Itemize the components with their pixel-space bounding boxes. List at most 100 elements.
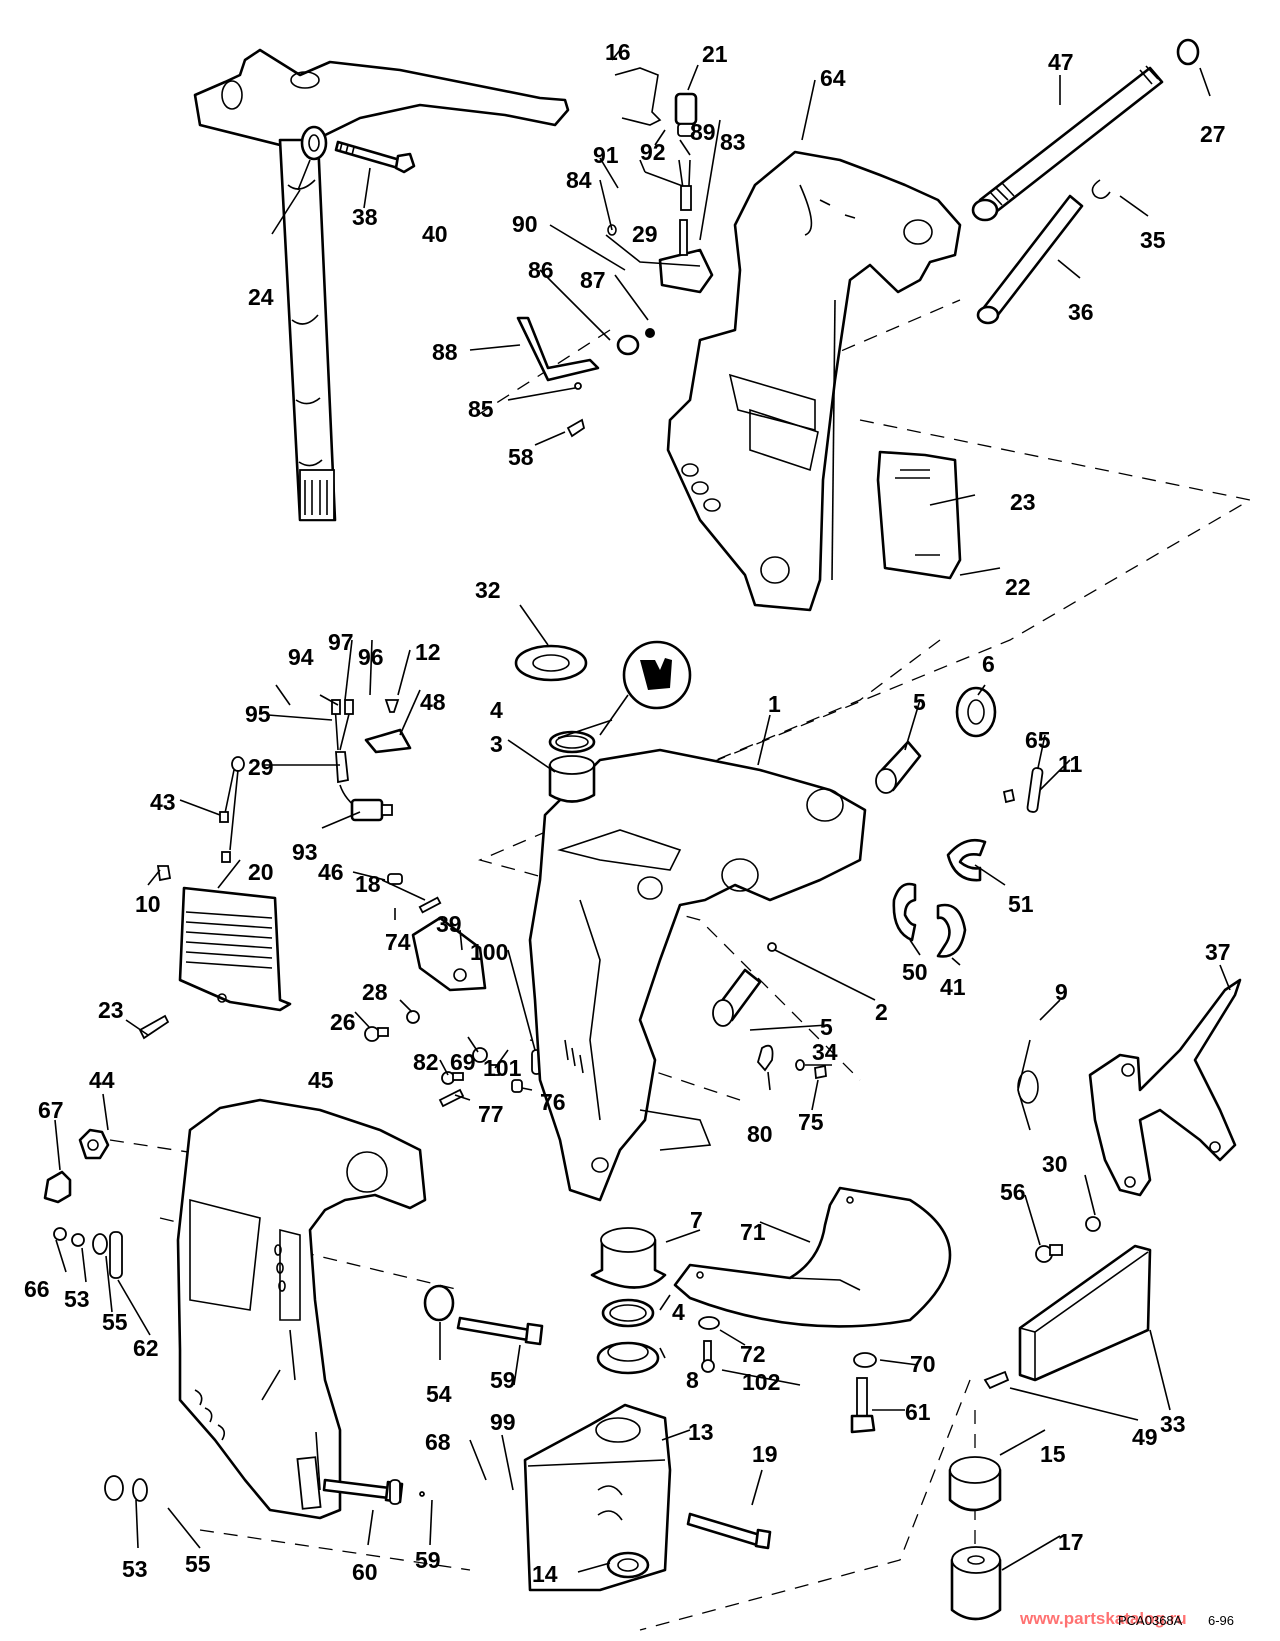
part-44-nut[interactable] [78, 1128, 110, 1160]
part-16-clip[interactable] [614, 67, 662, 126]
part-76-pin[interactable] [511, 1079, 523, 1093]
part-59-bolt-upper[interactable] [456, 1316, 544, 1346]
callout-59-upper: 59 [490, 1367, 516, 1393]
part-17-sleeve[interactable] [950, 1546, 1002, 1621]
part-85-pin[interactable] [574, 382, 582, 390]
part-34-washer[interactable] [795, 1059, 805, 1071]
part-11-screw[interactable] [1002, 788, 1016, 804]
part-10-screw[interactable] [156, 865, 172, 882]
part-18-pin[interactable] [418, 896, 442, 914]
leader-lines [54, 49, 1231, 1573]
part-47-tilt-tube[interactable] [971, 65, 1164, 222]
part-37-tilt-lever[interactable] [1088, 978, 1242, 1197]
part-43-ground-wire[interactable] [219, 756, 245, 863]
part-13-lower-housing[interactable] [523, 1403, 672, 1592]
part-19-bolt[interactable] [686, 1512, 772, 1550]
part-67-cap[interactable] [43, 1170, 72, 1204]
part-62-plate[interactable] [109, 1231, 123, 1279]
part-28-nut[interactable] [406, 1010, 420, 1024]
part-55-washer-upper[interactable] [92, 1233, 108, 1255]
callout-83: 83 [720, 129, 746, 155]
part-53-nut-upper[interactable] [71, 1233, 85, 1247]
part-72-washer[interactable] [698, 1316, 720, 1330]
callout-101: 101 [483, 1055, 522, 1081]
part-32-washer[interactable] [514, 644, 588, 682]
part-102-screw[interactable] [701, 1340, 715, 1373]
part-84-clip[interactable] [605, 224, 701, 267]
part-6-washer[interactable] [955, 686, 997, 738]
part-95-97-harness[interactable] [331, 699, 361, 811]
part-5-bushing-lower[interactable] [712, 968, 762, 1027]
part-40-bolt[interactable] [334, 140, 416, 174]
part-4-seal-upper[interactable] [548, 730, 596, 754]
part-80-clip[interactable] [757, 1044, 774, 1072]
part-38-washer[interactable] [300, 125, 328, 161]
part-53-nut-lower[interactable] [104, 1475, 124, 1501]
callout-64: 64 [820, 65, 846, 91]
part-30-nut[interactable] [1085, 1216, 1101, 1232]
part-93-connector[interactable] [350, 798, 393, 822]
part-55-washer-lower[interactable] [132, 1478, 148, 1502]
part-88-lever[interactable] [516, 316, 600, 382]
part-36-rod[interactable] [976, 194, 1084, 325]
part-21-plug[interactable] [674, 92, 698, 137]
part-82-screw[interactable] [441, 1071, 464, 1085]
callout-32: 32 [475, 577, 501, 603]
part-71-tilt-plate[interactable] [673, 1186, 952, 1328]
part-1-swivel-bracket[interactable] [528, 748, 867, 1202]
part-8-bearing-seal[interactable] [596, 1341, 660, 1375]
part-68-clip[interactable] [389, 1479, 401, 1505]
part-101-clip[interactable] [489, 1064, 500, 1076]
part-26-screw[interactable] [364, 1026, 389, 1042]
part-66-cap[interactable] [53, 1227, 67, 1241]
callout-90: 90 [512, 211, 538, 237]
part-61-bolt[interactable] [850, 1377, 876, 1434]
part-39-block[interactable] [411, 916, 487, 992]
part-3-bushing[interactable] [548, 755, 596, 803]
part-15-mount[interactable] [948, 1456, 1002, 1512]
part-75-screw[interactable] [814, 1064, 827, 1080]
part-14-nut[interactable] [606, 1551, 650, 1579]
part-48-clamp[interactable] [364, 728, 412, 754]
part-12-screw[interactable] [384, 699, 400, 713]
part-60-plate[interactable] [296, 1456, 322, 1510]
part-49-screw[interactable] [983, 1370, 1010, 1390]
part-65-link[interactable] [1026, 767, 1044, 813]
part-35-retaining-ring[interactable] [1091, 179, 1111, 200]
part-5-bushing-upper[interactable] [875, 740, 922, 794]
part-23-screw-lower[interactable] [138, 1014, 170, 1040]
part-20-cover[interactable] [178, 886, 292, 1012]
part-50-retainer[interactable] [892, 882, 917, 942]
part-58-screw[interactable] [566, 418, 586, 438]
callout-44: 44 [89, 1067, 115, 1093]
part-9-spring[interactable] [1017, 1039, 1039, 1131]
part-46-pin[interactable] [387, 873, 403, 885]
part-99-pin[interactable] [419, 1491, 425, 1497]
part-27-ring[interactable] [1176, 38, 1200, 66]
callout-82: 82 [413, 1049, 439, 1075]
part-77-screw[interactable] [438, 1088, 465, 1108]
part-7-bushing[interactable] [590, 1227, 667, 1289]
part-22-plate[interactable] [876, 450, 962, 580]
part-29-harness-top[interactable] [644, 159, 692, 211]
part-64-stern-bracket[interactable] [666, 150, 962, 612]
callout-62: 62 [133, 1335, 159, 1361]
part-70-washer[interactable] [853, 1352, 877, 1368]
part-2-fitting[interactable] [767, 942, 777, 952]
part-86-ring[interactable] [616, 334, 640, 356]
part-24-steering-shaft[interactable] [193, 48, 570, 522]
part-54-cap[interactable] [423, 1284, 455, 1322]
part-45-stern-bracket-left[interactable] [176, 1098, 427, 1520]
callout-37: 37 [1205, 939, 1231, 965]
part-83-switch[interactable] [658, 219, 714, 294]
callout-100: 100 [470, 939, 508, 965]
part-51-retainer[interactable] [946, 838, 987, 882]
part-69-bushing[interactable] [472, 1047, 488, 1063]
part-87-ball[interactable] [645, 328, 655, 338]
part-56-screw[interactable] [1035, 1244, 1063, 1263]
callout-46: 46 [318, 859, 344, 885]
part-4-seal-lower[interactable] [601, 1298, 655, 1328]
part-33-pad[interactable] [1018, 1244, 1152, 1382]
part-41-retainer[interactable] [936, 903, 967, 958]
